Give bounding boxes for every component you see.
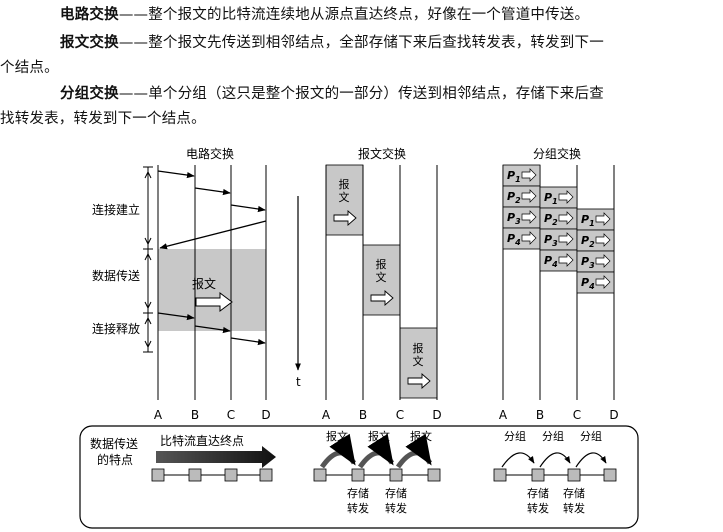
circuit-hollow-arrow [195,292,233,312]
term-packet: 分组交换 [60,86,119,102]
message-hop-arrow [395,433,433,469]
feature-label-line1: 数据传送 [90,436,138,451]
circuit-node-d: D [261,408,270,422]
message-hollow-arrows [333,210,431,389]
title-packet: 分组交换 [533,146,581,161]
phase-setup: 连接建立 [92,202,140,217]
packet-arrow [521,168,537,182]
message-node-c: C [396,408,404,422]
paragraph-message-cont: 个结点。 [0,60,59,76]
pkt-store-1: 存储 [527,486,549,500]
circuit-node-b: B [191,408,199,422]
circuit-release-arrows [157,312,266,346]
circuit-bottom-node [188,468,202,482]
packet-node-b: B [536,408,544,422]
paragraph-packet-cont: 找转发表，转发到下一个结点。 [0,111,206,127]
circuit-block-label: 报文 [192,276,216,291]
paragraph-message: 报文交换——整个报文先传送到相邻结点，全部存储下来后查找转发表，转发到下一 [60,31,723,55]
title-message: 报文交换 [358,146,406,161]
phase-transfer: 数据传送 [92,268,140,283]
msg-label-1: 报文 [326,429,348,443]
message-node-b: B [359,408,367,422]
circuit-node-lines [157,165,267,400]
pkt-label-2: 分组 [542,429,564,443]
msg-block3-char1: 报 [413,341,424,355]
message-hop-arrow [357,433,395,469]
packet-bottom-node [603,468,617,482]
msg-block2-char2: 文 [376,270,387,284]
packet-arrow [595,212,611,226]
message-bottom-node [389,468,403,482]
term-circuit: 电路交换 [60,7,119,23]
packet-arrow [595,254,611,268]
body-packet: ——单个分组（这只是整个报文的一部分）传送到相邻结点，存储下来后查 [118,86,604,102]
msg-block3-char2: 文 [413,354,424,368]
pkt-forward-1: 转发 [527,501,549,515]
message-node-a: A [322,408,331,422]
phase-release: 连接释放 [92,321,140,336]
packet-arrow [558,232,574,246]
msg-block1-char2: 文 [339,190,350,204]
message-hop-arrow [319,433,357,469]
title-circuit: 电路交换 [186,146,234,161]
message-bottom-node [313,468,327,482]
feature-label-line2: 的特点 [97,452,133,467]
msg-forward-2: 转发 [385,501,407,515]
bitstream-label: 比特流直达终点 [160,433,244,448]
time-label: t [296,375,301,389]
msg-block2-char1: 报 [376,257,387,271]
paragraph-packet: 分组交换——单个分组（这只是整个报文的一部分）传送到相邻结点，存储下来后查 [60,82,723,106]
pkt-store-2: 存储 [563,486,585,500]
message-node-d: D [432,408,441,422]
msg-label-3: 报文 [410,429,432,443]
circuit-bottom-node [259,468,273,482]
pkt-label-1: 分组 [504,429,526,443]
packet-arrow [595,275,611,289]
packet-node-c: C [573,408,581,422]
feature-box [79,425,639,529]
packet-hop-arrow [539,452,571,468]
packet-bottom-node [567,468,581,482]
bitstream-arrow [156,446,276,468]
message-bottom-node [351,468,365,482]
msg-label-2: 报文 [368,429,390,443]
circuit-node-c: C [227,408,235,422]
msg-store-2: 存储 [385,486,407,500]
pkt-forward-2: 转发 [563,501,585,515]
message-bottom-node [427,468,441,482]
packet-arrow [558,211,574,225]
pkt-label-3: 分组 [580,429,602,443]
circuit-setup-arrows [157,170,267,250]
body-circuit: ——整个报文的比特流连续地从源点直达终点，好像在一个管道中传送。 [118,7,590,23]
circuit-bottom-node [151,468,165,482]
packet-hop-arrow [575,452,607,468]
msg-store-1: 存储 [347,486,369,500]
circuit-node-a: A [154,408,163,422]
packet-arrow [521,189,537,203]
packet-arrow [558,190,574,204]
packet-bottom-node [531,468,545,482]
body-message: ——整个报文先传送到相邻结点，全部存储下来后查找转发表，转发到下一 [118,35,604,51]
bottom-nodes [151,433,617,482]
packet-node-d: D [609,408,618,422]
packet-node-a: A [499,408,508,422]
packet-arrow [558,253,574,267]
circuit-bottom-node [224,468,238,482]
msg-block1-char1: 报 [339,177,350,191]
packet-bottom-node [493,468,507,482]
packet-arrow [521,210,537,224]
packet-arrow [521,231,537,245]
message-node-lines [325,165,438,400]
packet-arrow [595,233,611,247]
paragraph-circuit: 电路交换——整个报文的比特流连续地从源点直达终点，好像在一个管道中传送。 [60,3,723,27]
term-message: 报文交换 [60,35,119,51]
msg-forward-1: 转发 [347,501,369,515]
packet-hop-arrow [501,452,535,468]
circuit-data-band [158,249,266,331]
phase-bracket [143,166,153,353]
